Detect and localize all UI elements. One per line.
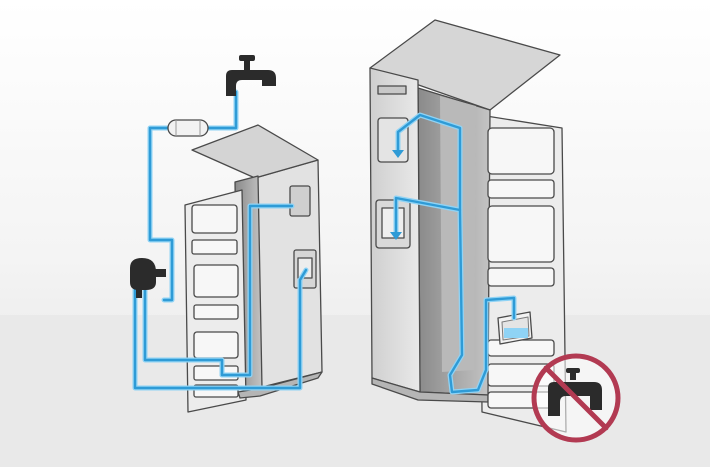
door-bin	[193, 264, 239, 298]
supply-line	[298, 268, 308, 322]
supply-line	[148, 126, 174, 302]
right-fridge-top	[369, 19, 561, 111]
right-refrigerator	[369, 19, 567, 433]
water-reservoir-icon	[497, 311, 533, 345]
no-tap-icon	[531, 353, 621, 443]
door-bin	[193, 331, 239, 359]
right-door-bins	[487, 127, 555, 409]
door-bin	[487, 339, 555, 357]
left-fridge-top	[191, 124, 319, 179]
door-bin	[487, 179, 555, 199]
left-refrigerator	[184, 124, 323, 413]
door-bin	[193, 304, 239, 320]
shutoff-valve-icon	[130, 258, 166, 298]
door-bin	[487, 127, 555, 175]
door-bin	[487, 205, 555, 263]
supply-line	[133, 288, 302, 390]
supply-line	[205, 90, 238, 130]
inline-filter-icon	[167, 119, 209, 137]
left-fridge-ice-dispenser	[289, 185, 311, 217]
door-bin	[191, 204, 238, 234]
water-tap-icon	[226, 55, 276, 96]
supply-line	[220, 204, 294, 377]
door-bin	[191, 239, 238, 255]
supply-line	[448, 208, 516, 394]
door-handle	[377, 85, 407, 95]
supply-line	[143, 283, 224, 377]
door-bin	[487, 267, 555, 287]
left-door-bins	[191, 204, 239, 398]
right-water-lines	[390, 112, 517, 395]
supply-line	[394, 113, 462, 234]
flow-arrow	[390, 232, 402, 240]
flow-arrow	[392, 150, 404, 158]
left-water-lines	[132, 89, 309, 391]
